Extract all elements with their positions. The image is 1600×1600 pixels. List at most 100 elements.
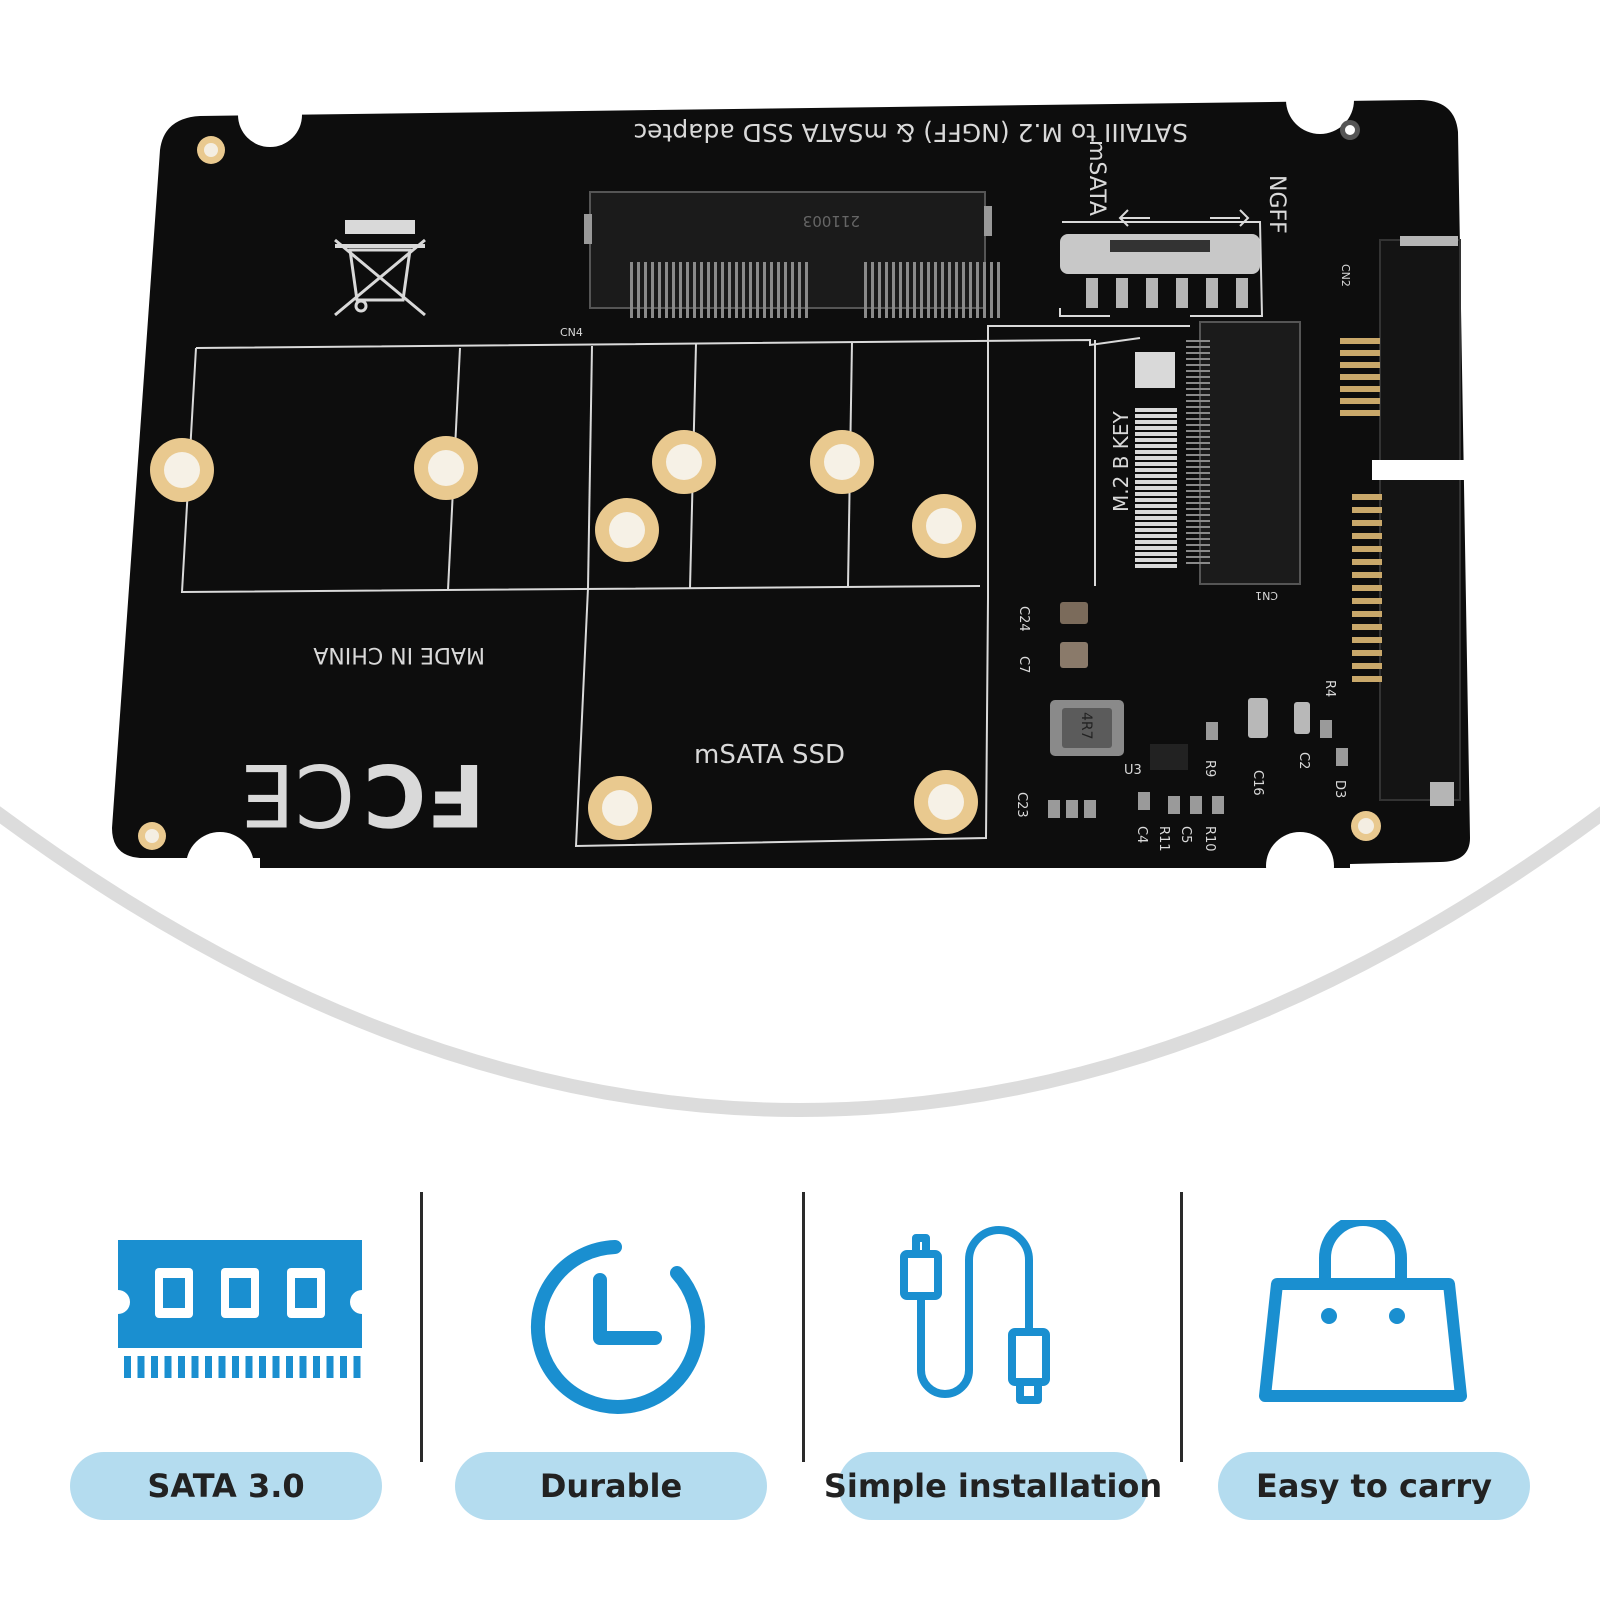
- connector-pin: [665, 262, 668, 318]
- connector-pin: [644, 262, 647, 318]
- sata-pin: [1352, 546, 1382, 552]
- chip-leg: [164, 1356, 172, 1378]
- chip-leg: [272, 1356, 280, 1378]
- chip-leg: [326, 1356, 334, 1378]
- connector-pin: [693, 262, 696, 318]
- connector-pin: [990, 262, 993, 318]
- capacitor: [1060, 602, 1088, 624]
- pad-line: [1135, 502, 1177, 504]
- connector-pin: [1186, 352, 1210, 354]
- feature-label-carry: Easy to carry: [1218, 1452, 1530, 1520]
- pad-line: [1135, 460, 1177, 462]
- chip-leg: [353, 1356, 361, 1378]
- pad-line: [1135, 508, 1177, 510]
- sata-connector: [1379, 239, 1461, 801]
- switch-pin: [1176, 278, 1188, 308]
- connector-pin: [892, 262, 895, 318]
- connector-pin: [1186, 436, 1210, 438]
- msata-connector: [589, 191, 986, 309]
- sata-pin: [1352, 624, 1382, 630]
- pad-line: [1135, 436, 1177, 438]
- adapter-board: SATAIII to M.2 (NGFF) & mSATA SSD adapte…: [112, 100, 1470, 868]
- gold-mount-pad-hole: [602, 790, 638, 826]
- connector-pin: [1186, 388, 1210, 390]
- pad-line: [1135, 526, 1177, 528]
- chip-leg: [340, 1356, 347, 1378]
- sata-pin: [1352, 637, 1382, 643]
- msata-connector-code: 211003: [803, 212, 860, 230]
- ref-c5: C5: [1178, 826, 1193, 843]
- connector-pin: [997, 262, 1000, 318]
- connector-pin: [714, 262, 717, 318]
- switch-pin: [1146, 278, 1158, 308]
- pad-line: [1135, 430, 1177, 432]
- connector-pin: [805, 262, 808, 318]
- connector-pin: [1186, 394, 1210, 396]
- connector-pin: [749, 262, 752, 318]
- pad-line: [1135, 454, 1177, 456]
- connector-pin: [920, 262, 923, 318]
- smd-component: [1336, 748, 1348, 766]
- m2-key-label: M.2 B KEY: [1109, 410, 1133, 512]
- connector-pin: [948, 262, 951, 318]
- ref-r9: R9: [1202, 760, 1217, 777]
- sata-pin: [1352, 650, 1382, 656]
- connector-pin: [1186, 430, 1210, 432]
- sata-pin: [1352, 663, 1382, 669]
- connector-pin: [742, 262, 745, 318]
- msata-label: mSATA: [1084, 140, 1109, 216]
- switch-pin: [1236, 278, 1248, 308]
- switch-pin: [1116, 278, 1128, 308]
- connector-pin: [1186, 382, 1210, 384]
- feature-carry: [1225, 1220, 1525, 1520]
- gold-mount-pad-hole: [164, 452, 200, 488]
- connector-pin: [630, 262, 633, 318]
- feature-label-durable: Durable: [455, 1452, 767, 1520]
- chip-leg: [124, 1356, 131, 1378]
- sata-pin: [1352, 507, 1382, 513]
- ref-cn1: CN1: [1255, 589, 1278, 602]
- pad-line: [1135, 514, 1177, 516]
- connector-pin: [885, 262, 888, 318]
- pad-line: [1135, 424, 1177, 426]
- pad-line: [1135, 412, 1177, 414]
- ref-c2: C2: [1296, 752, 1311, 769]
- shopping-bag-icon: [1259, 1220, 1467, 1402]
- sata-pin: [1352, 676, 1382, 682]
- feature-durable: [465, 1220, 765, 1520]
- inductor-code: 4R7: [1078, 712, 1094, 740]
- connector-pin: [976, 262, 979, 318]
- cable-icon: [900, 1226, 1050, 1404]
- connector-pin: [1186, 526, 1210, 528]
- svg-text:CE: CE: [241, 744, 355, 844]
- divider: [1180, 1192, 1183, 1462]
- connector-pin: [721, 262, 724, 318]
- connector-pin: [756, 262, 759, 318]
- smd-component: [1206, 722, 1218, 740]
- smd-component: [1084, 800, 1096, 818]
- pad-line: [1135, 484, 1177, 486]
- gold-mount-pad-hole: [609, 512, 645, 548]
- msata-ssd-label: mSATA SSD: [694, 740, 845, 770]
- ref-r10: R10: [1202, 826, 1217, 852]
- connector-pin: [651, 262, 654, 318]
- connector-pin: [1186, 496, 1210, 498]
- sata-pin: [1352, 598, 1382, 604]
- connector-pin: [700, 262, 703, 318]
- feature-label-sata: SATA 3.0: [70, 1452, 382, 1520]
- memory-chip-icon: [118, 1240, 362, 1378]
- ref-cn4: CN4: [560, 326, 583, 339]
- connector-pin: [1186, 346, 1210, 348]
- sata-pin: [1340, 386, 1380, 392]
- sata-pin: [1352, 611, 1382, 617]
- connector-pin: [1186, 400, 1210, 402]
- smd-component: [1320, 720, 1332, 738]
- connector-pin: [728, 262, 731, 318]
- connector-pin: [962, 262, 965, 318]
- pad-line: [1135, 562, 1177, 564]
- connector-pin: [735, 262, 738, 318]
- connector-pin: [1186, 442, 1210, 444]
- m2-pad-block-top: [1135, 352, 1175, 388]
- pad-line: [1135, 490, 1177, 492]
